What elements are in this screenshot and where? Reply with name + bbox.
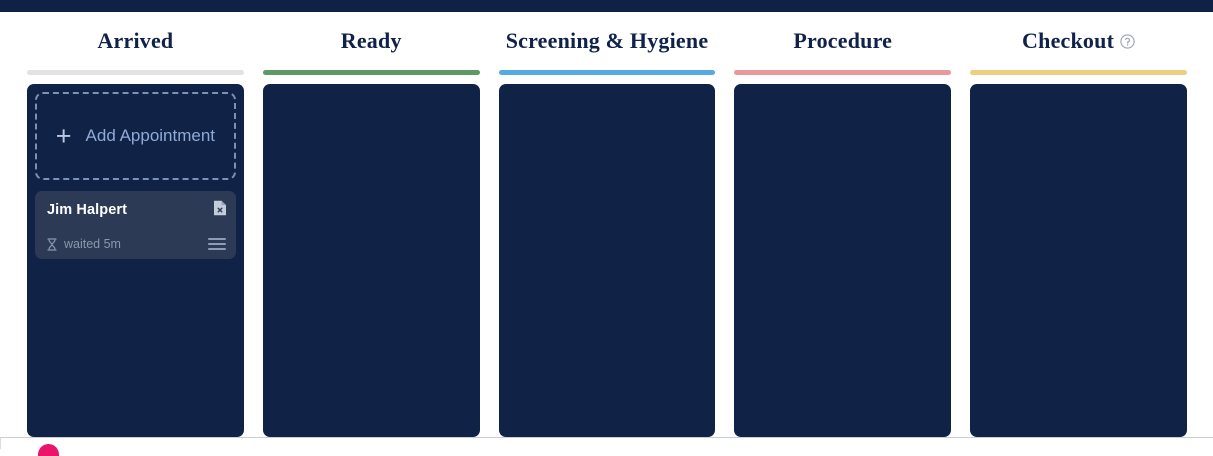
column-title: Screening & Hygiene xyxy=(505,28,709,53)
board-columns: Arrived + Add Appointment Jim Halpert xyxy=(27,12,1187,437)
add-appointment-label: Add Appointment xyxy=(85,125,216,145)
column-header-arrived: Arrived xyxy=(27,12,244,70)
floating-action-button[interactable] xyxy=(38,444,59,456)
document-x-icon[interactable] xyxy=(213,200,227,216)
board-column-procedure: Procedure xyxy=(734,12,952,437)
column-dropzone-checkout[interactable] xyxy=(970,84,1187,437)
patient-name: Jim Halpert xyxy=(47,202,128,218)
column-dropzone-arrived[interactable]: + Add Appointment Jim Halpert xyxy=(27,84,244,437)
board-column-checkout: Checkout xyxy=(970,12,1187,437)
wait-time: waited 5m xyxy=(47,237,121,251)
column-accent-rule xyxy=(970,70,1187,75)
patient-card-footer: waited 5m xyxy=(47,237,226,251)
column-header-checkout: Checkout xyxy=(970,12,1187,70)
add-appointment-button[interactable]: + Add Appointment xyxy=(35,92,236,180)
plus-icon: + xyxy=(55,120,72,151)
column-header-ready: Ready xyxy=(263,12,480,70)
column-title: Arrived xyxy=(97,28,174,53)
drag-handle-icon[interactable] xyxy=(207,238,226,250)
column-title: Ready xyxy=(340,28,402,53)
column-accent-rule xyxy=(262,70,480,75)
drag-line xyxy=(207,238,226,240)
column-header-screening-hygiene: Screening & Hygiene xyxy=(499,12,716,70)
column-accent-rule xyxy=(27,70,244,75)
column-dropzone-ready[interactable] xyxy=(262,84,480,437)
app-top-bar xyxy=(0,0,1213,12)
column-accent-rule xyxy=(498,70,716,75)
drag-line xyxy=(207,243,226,245)
column-header-procedure: Procedure xyxy=(734,12,951,70)
board-column-arrived: Arrived + Add Appointment Jim Halpert xyxy=(27,12,244,437)
patient-flow-board: Arrived + Add Appointment Jim Halpert xyxy=(0,12,1213,437)
column-dropzone-screening-hygiene[interactable] xyxy=(498,84,716,437)
drag-line xyxy=(207,248,226,250)
column-accent-rule xyxy=(734,70,952,75)
page-bottom-divider xyxy=(0,437,1213,438)
page-bottom-strip xyxy=(0,438,1213,456)
patient-card[interactable]: Jim Halpert xyxy=(35,191,236,259)
column-title: Procedure xyxy=(793,28,893,53)
wait-time-label: waited 5m xyxy=(64,237,121,251)
hourglass-icon xyxy=(47,237,57,251)
help-circle-icon[interactable] xyxy=(1120,33,1135,49)
column-dropzone-procedure[interactable] xyxy=(734,84,952,437)
page-left-divider-lower xyxy=(0,438,1,449)
board-column-screening-hygiene: Screening & Hygiene xyxy=(498,12,716,437)
column-title: Checkout xyxy=(1022,28,1115,53)
board-column-ready: Ready xyxy=(262,12,480,437)
